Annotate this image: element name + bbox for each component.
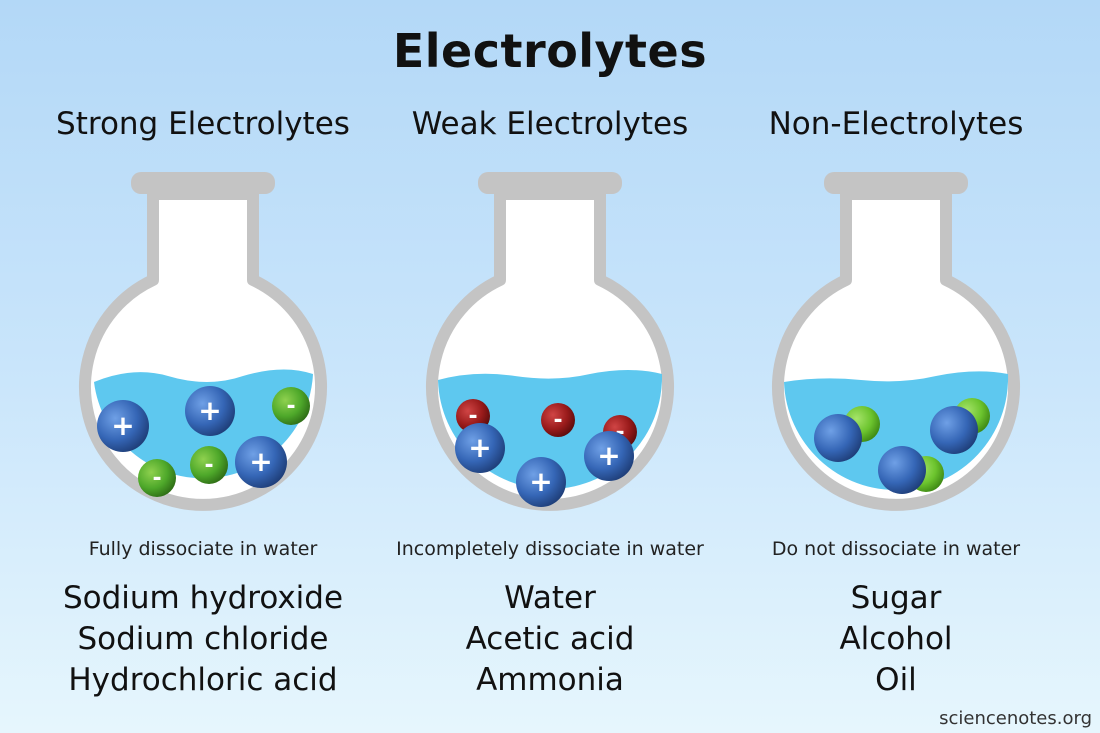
negative-ion: -: [190, 446, 228, 484]
examples-weak: Water Acetic acid Ammonia: [370, 578, 730, 701]
molecule: [814, 406, 880, 462]
column-weak-electrolytes: Weak Electrolytes - - - + + + Incomplete…: [370, 0, 730, 733]
ion-sign: +: [529, 465, 552, 498]
example-item: Water: [504, 580, 596, 616]
example-item: Ammonia: [476, 662, 624, 698]
example-item: Oil: [875, 662, 917, 698]
examples-strong: Sodium hydroxide Sodium chloride Hydroch…: [23, 578, 383, 701]
flask-non-icon: [772, 172, 1020, 511]
ion-sign: -: [553, 408, 562, 433]
heading-strong-electrolytes: Strong Electrolytes: [56, 106, 350, 142]
ion-sign: +: [468, 431, 491, 464]
heading-non-electrolytes: Non-Electrolytes: [768, 106, 1024, 142]
example-item: Hydrochloric acid: [68, 662, 338, 698]
column-strong-electrolytes: Strong Electrolytes + + + - - - Fully di…: [23, 0, 383, 733]
ion-sign: -: [615, 420, 624, 445]
negative-ion: -: [541, 403, 575, 437]
molecule: [930, 398, 990, 454]
negative-ion: -: [272, 387, 310, 425]
positive-ion: +: [97, 400, 149, 452]
description-non: Do not dissociate in water: [771, 538, 1021, 560]
negative-ion: -: [138, 459, 176, 497]
description-strong: Fully dissociate in water: [88, 538, 318, 560]
positive-ion: +: [516, 457, 566, 507]
column-non-electrolytes: Non-Electrolytes Do not dissociate in wa…: [716, 0, 1076, 733]
ion-sign: +: [249, 445, 272, 478]
example-item: Alcohol: [839, 621, 953, 657]
example-item: Sugar: [850, 580, 942, 616]
heading-weak-electrolytes: Weak Electrolytes: [411, 106, 689, 142]
example-item: Sodium chloride: [77, 621, 329, 657]
ion-sign: -: [152, 466, 161, 491]
ion-sign: -: [286, 394, 295, 419]
positive-ion: +: [455, 423, 505, 473]
positive-ion: +: [235, 436, 287, 488]
positive-ion: +: [584, 431, 634, 481]
ion-sign: -: [468, 404, 477, 429]
example-item: Sodium hydroxide: [62, 580, 344, 616]
description-weak: Incompletely dissociate in water: [396, 538, 704, 560]
molecule: [878, 446, 944, 494]
page-title: Electrolytes: [392, 24, 708, 78]
ion-sign: +: [597, 439, 620, 472]
ion-sign: +: [198, 394, 221, 427]
flask-weak-icon: - - - + + +: [426, 172, 674, 511]
examples-non: Sugar Alcohol Oil: [716, 578, 1076, 701]
source-credit: sciencenotes.org: [939, 708, 1092, 729]
ion-sign: -: [204, 453, 213, 478]
flask-strong-icon: + + + - - -: [79, 172, 327, 511]
positive-ion: +: [185, 386, 235, 436]
example-item: Acetic acid: [465, 621, 635, 657]
ion-sign: +: [111, 409, 134, 442]
